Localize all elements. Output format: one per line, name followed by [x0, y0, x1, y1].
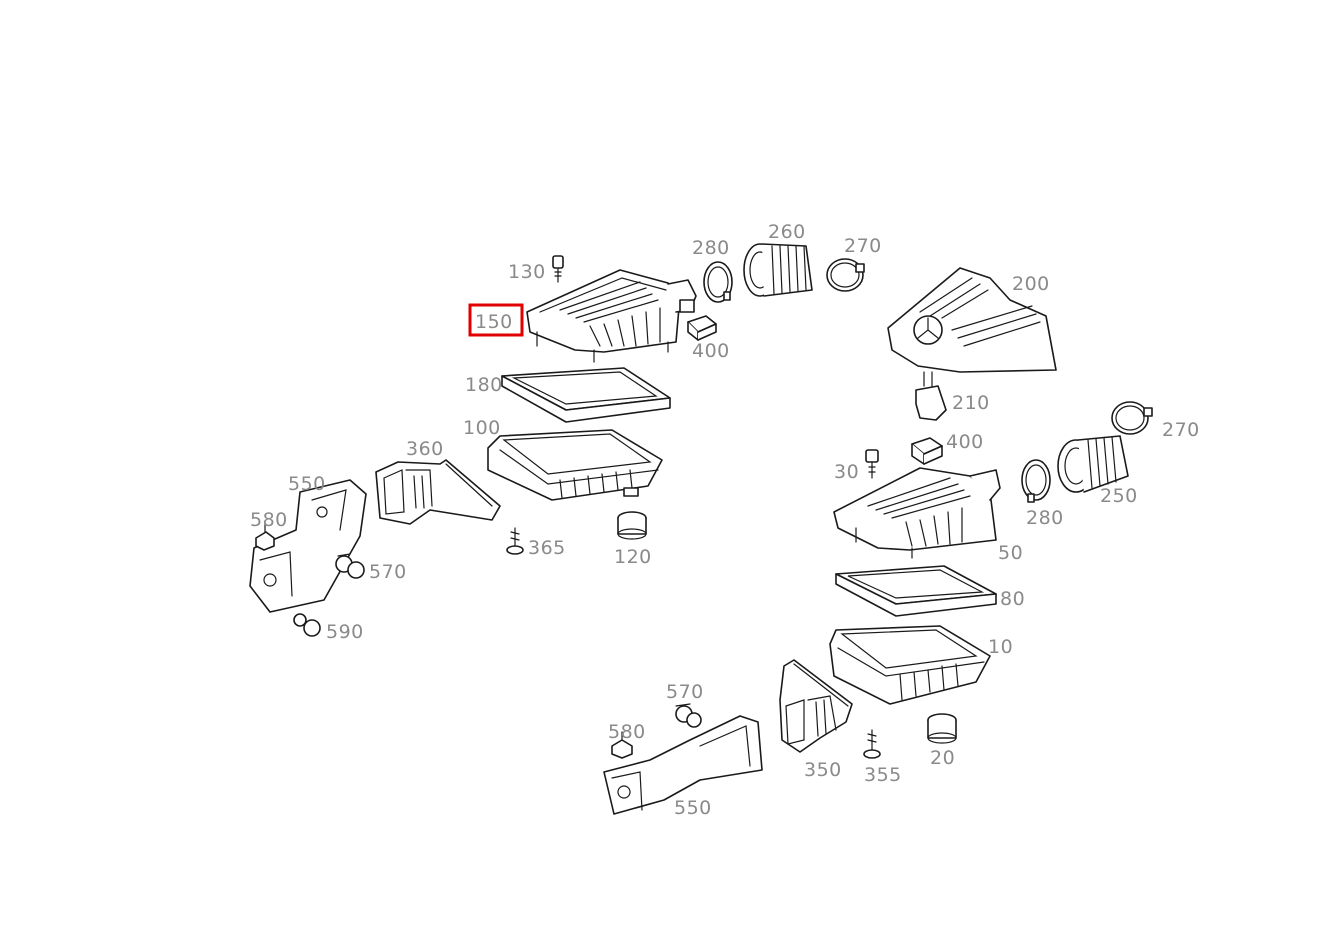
- clamp-270-lower: [1111, 401, 1153, 435]
- callout-270-upper[interactable]: 270: [844, 235, 882, 257]
- intake-pipe-550-left: [249, 479, 367, 613]
- callout-355[interactable]: 355: [864, 764, 902, 786]
- callout-260[interactable]: 260: [768, 221, 806, 243]
- callout-570-right[interactable]: 570: [666, 681, 704, 703]
- callout-570-left[interactable]: 570: [369, 561, 407, 583]
- nut-580-right: [611, 731, 633, 759]
- retainer-210: [915, 371, 947, 421]
- intake-pipe-550-right: [603, 715, 763, 815]
- clip-570-left: [335, 553, 365, 579]
- intake-duct-350: [779, 659, 853, 753]
- clamp-280-lower: [1021, 459, 1051, 503]
- callout-130[interactable]: 130: [508, 261, 546, 283]
- callout-360[interactable]: 360: [406, 438, 444, 460]
- screw-365: [506, 527, 524, 555]
- clamp-280-upper: [703, 261, 733, 303]
- callout-150[interactable]: 150: [475, 311, 513, 333]
- grommet-120: [617, 511, 647, 540]
- callout-250[interactable]: 250: [1100, 485, 1138, 507]
- callout-10[interactable]: 10: [988, 636, 1013, 658]
- sensor-400-upper: [687, 315, 717, 341]
- clip-570-right: [675, 703, 702, 728]
- callout-400-upper[interactable]: 400: [692, 340, 730, 362]
- air-filter-element-180: [501, 367, 671, 423]
- callout-80[interactable]: 80: [1000, 588, 1025, 610]
- clip-590: [293, 613, 321, 637]
- callout-280-lower[interactable]: 280: [1026, 507, 1064, 529]
- nut-580-left: [255, 523, 275, 551]
- callout-120[interactable]: 120: [614, 546, 652, 568]
- airbox-lower-100: [487, 429, 663, 501]
- air-filter-cover-150[interactable]: [526, 269, 697, 363]
- callout-400-lower[interactable]: 400: [946, 431, 984, 453]
- bellows-250: [1057, 435, 1129, 493]
- callout-580-left[interactable]: 580: [250, 509, 288, 531]
- intake-duct-360: [375, 459, 501, 525]
- callout-550-left[interactable]: 550: [288, 473, 326, 495]
- screw-355: [863, 729, 881, 759]
- callout-50[interactable]: 50: [998, 542, 1023, 564]
- callout-30[interactable]: 30: [834, 461, 859, 483]
- sensor-400-lower: [911, 437, 943, 465]
- callout-labels: 130 150 280 260 270 400 200 180 210 100 …: [250, 221, 1200, 819]
- engine-cover-200: [887, 267, 1057, 373]
- callout-550-right[interactable]: 550: [674, 797, 712, 819]
- callout-20[interactable]: 20: [930, 747, 955, 769]
- callout-150-highlight: [468, 303, 524, 337]
- callout-180[interactable]: 180: [465, 374, 503, 396]
- grommet-20: [927, 713, 957, 744]
- bellows-260-upper: [743, 243, 813, 297]
- callout-270-lower[interactable]: 270: [1162, 419, 1200, 441]
- bolt-30: [865, 449, 879, 479]
- callout-200[interactable]: 200: [1012, 273, 1050, 295]
- bolt-130: [552, 255, 564, 283]
- callout-100[interactable]: 100: [463, 417, 501, 439]
- clamp-270-upper: [826, 258, 865, 292]
- callout-580-right[interactable]: 580: [608, 721, 646, 743]
- callout-590[interactable]: 590: [326, 621, 364, 643]
- callout-350[interactable]: 350: [804, 759, 842, 781]
- air-filter-cover-50: [833, 467, 1001, 559]
- callout-365[interactable]: 365: [528, 537, 566, 559]
- callout-280-upper[interactable]: 280: [692, 237, 730, 259]
- callout-210[interactable]: 210: [952, 392, 990, 414]
- air-filter-element-80: [835, 565, 997, 617]
- airbox-lower-10: [829, 625, 991, 705]
